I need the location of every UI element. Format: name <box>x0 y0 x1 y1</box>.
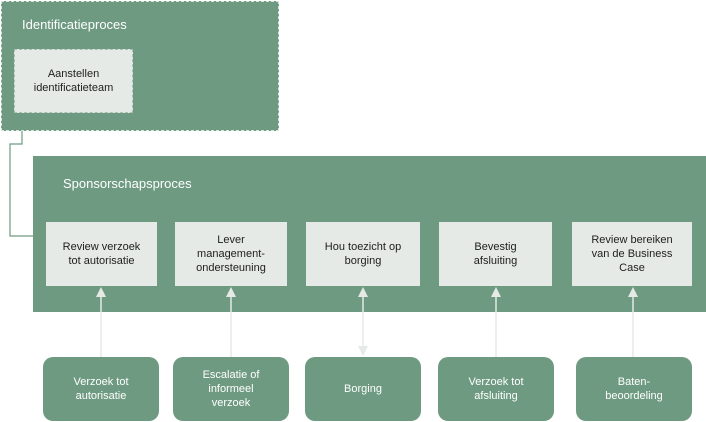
step-lever-managementondersteuning: Lever management- ondersteuning <box>175 222 287 286</box>
input-verzoek-tot-autorisatie: Verzoek tot autorisatie <box>43 357 159 421</box>
input-verzoek-tot-afsluiting: Verzoek tot afsluiting <box>438 357 554 421</box>
step-hou-toezicht-op-borging: Hou toezicht op borging <box>306 222 420 286</box>
step-review-business-case: Review bereiken van de Business Case <box>572 222 692 286</box>
input-batenbeoordeling: Baten- beoordeling <box>576 357 692 421</box>
identificatieproces-title: Identificatieproces <box>22 17 127 32</box>
arrowhead-identificatie <box>36 231 46 241</box>
arrow-1-head <box>96 287 106 297</box>
arrow-2-head <box>226 287 236 297</box>
step-aanstellen-identificatieteam: Aanstellen identificatieteam <box>14 49 133 113</box>
input-escalatie-informeel-verzoek: Escalatie of informeel verzoek <box>173 357 289 421</box>
sponsorschapsproces-title: Sponsorschapsproces <box>63 176 192 191</box>
step-bevestig-afsluiting: Bevestig afsluiting <box>439 222 552 286</box>
arrow-4-head <box>491 287 501 297</box>
arrow-5-head <box>628 287 638 297</box>
connector-identificatie-to-sponsor <box>9 131 38 237</box>
step-review-verzoek: Review verzoek tot autorisatie <box>46 222 157 286</box>
input-borging: Borging <box>305 357 421 421</box>
arrow-3-head-up <box>358 287 368 297</box>
arrow-3-head-down <box>358 346 368 356</box>
